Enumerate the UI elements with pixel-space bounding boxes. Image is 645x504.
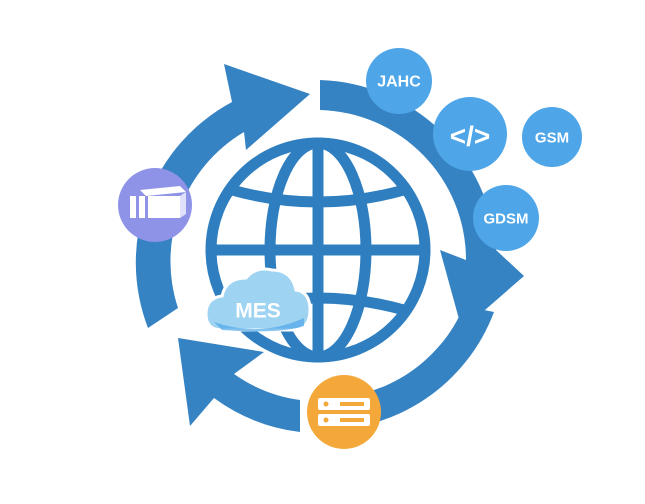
stack-blocks-icon (130, 186, 186, 218)
code-brackets-icon: </> (450, 121, 490, 152)
node-gsm: GSM (522, 107, 582, 167)
node-jahc-label: JAHC (377, 74, 421, 91)
node-code: </> (433, 97, 507, 171)
node-gsm-label: GSM (535, 130, 569, 147)
cycle-arrow-bottom-left (178, 338, 300, 432)
mes-label: MES (235, 300, 281, 323)
server-rack-icon (318, 398, 370, 426)
globe-icon (205, 137, 431, 363)
cloud-icon (204, 267, 312, 332)
cycle-arrow-top-left (135, 64, 310, 328)
node-gdsm: GDSM (473, 185, 539, 251)
node-server (307, 375, 381, 449)
node-gdsm-label: GDSM (484, 211, 529, 228)
cycle-arrow-top-right (320, 80, 524, 330)
mes-cloud: MES (204, 267, 312, 332)
node-jahc: JAHC (366, 48, 432, 114)
node-storage (118, 168, 192, 242)
